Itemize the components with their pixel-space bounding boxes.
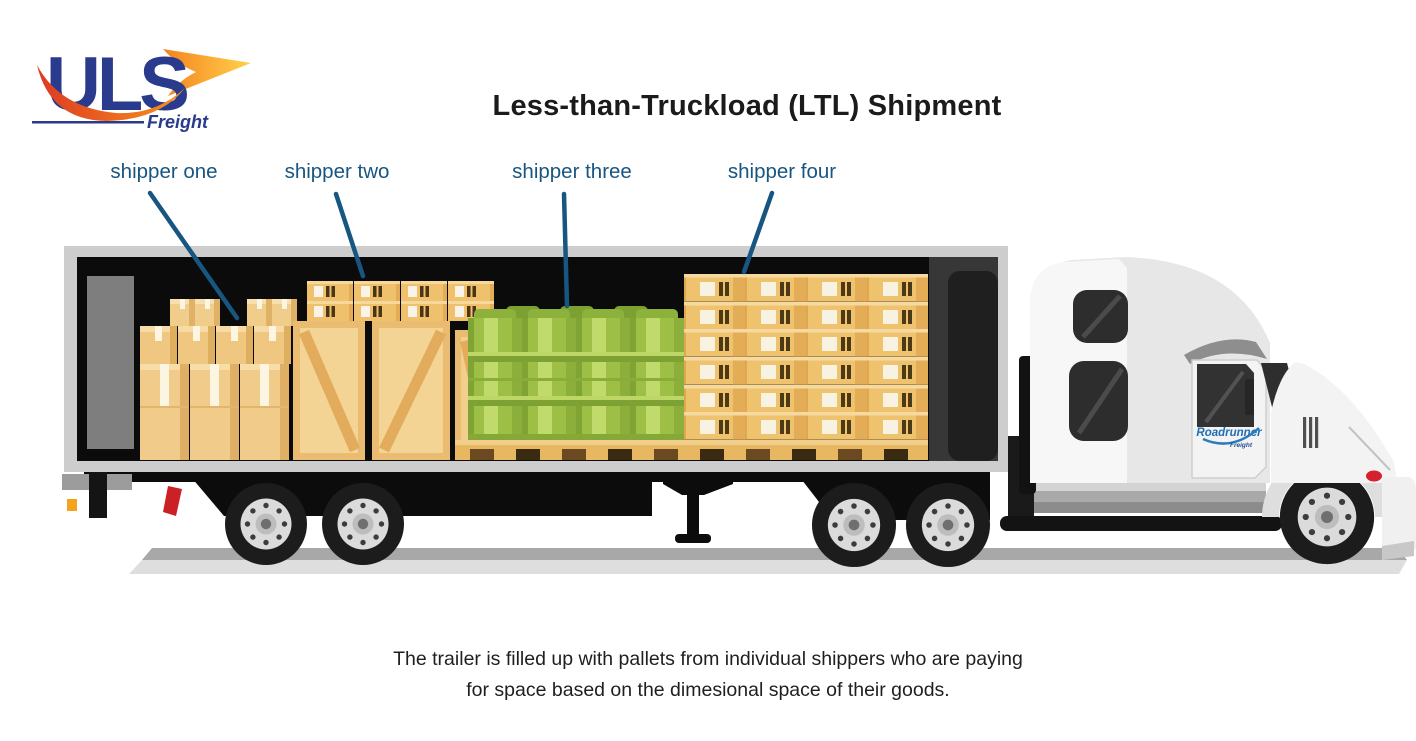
pointer-lines xyxy=(147,190,775,321)
door-logo-subtext: Freight xyxy=(1230,442,1253,449)
logo-underline xyxy=(32,121,144,124)
diagram-title: Less-than-Truckload (LTL) Shipment xyxy=(492,90,1002,122)
hood xyxy=(1271,362,1397,483)
tractor-front-wheel xyxy=(1279,469,1375,565)
side-mirror xyxy=(1245,379,1254,415)
pointer-line-shipper-three xyxy=(561,191,570,309)
logo-swoosh-icon xyxy=(37,65,185,121)
pointer-line-shipper-one xyxy=(147,190,240,321)
red-marker-light xyxy=(1366,470,1382,482)
pointer-line-shipper-two xyxy=(333,191,366,279)
pointer-line-shipper-four xyxy=(741,190,775,275)
trailer-wheel xyxy=(322,483,404,565)
door-logo: Roadrunner Freight xyxy=(1196,427,1262,449)
trailer-roll-door xyxy=(87,276,134,449)
door-logo-swoosh xyxy=(1202,427,1260,445)
trailer-wheel xyxy=(225,483,307,565)
hood-vents xyxy=(1303,417,1319,448)
shipper-three-label: shipper three xyxy=(512,160,632,183)
shipper-two-label: shipper two xyxy=(284,160,390,183)
pallets xyxy=(455,440,928,460)
landing-gear-leg xyxy=(687,478,699,538)
shipper-four-label: shipper four xyxy=(727,160,837,183)
caption-line-1: The trailer is filled up with pallets fr… xyxy=(393,648,1023,670)
logo-wordmark: ULS xyxy=(46,42,187,127)
red-mud-flap xyxy=(163,486,182,516)
road xyxy=(129,548,1407,574)
caption: The trailer is filled up with pallets fr… xyxy=(0,644,1416,706)
logo-subtext: Freight xyxy=(147,112,209,132)
cargo-shipper-two xyxy=(293,281,495,460)
uls-logo-art: ULS Freight xyxy=(32,42,251,132)
tractor-rear-wheel xyxy=(811,482,897,568)
tractor-cab: Roadrunner Freight xyxy=(1030,257,1416,565)
cargo-shipper-three xyxy=(468,306,684,440)
tractor-rear-wheel xyxy=(905,482,991,568)
amber-marker-light xyxy=(67,499,77,511)
front-bumper xyxy=(1382,477,1416,554)
tractor-frame-rail xyxy=(1000,516,1282,531)
shipper-one-label: shipper one xyxy=(110,160,218,183)
landing-gear-foot xyxy=(675,534,711,543)
sun-visor xyxy=(1184,339,1267,364)
trailer xyxy=(64,246,1008,472)
trailer-bogie xyxy=(186,471,652,516)
door-logo-text: Roadrunner xyxy=(1196,427,1262,439)
uls-freight-logo: ULS Freight xyxy=(30,22,270,136)
caption-line-2: for space based on the dimesional space … xyxy=(466,679,950,702)
logo-arrow-icon xyxy=(163,49,251,96)
